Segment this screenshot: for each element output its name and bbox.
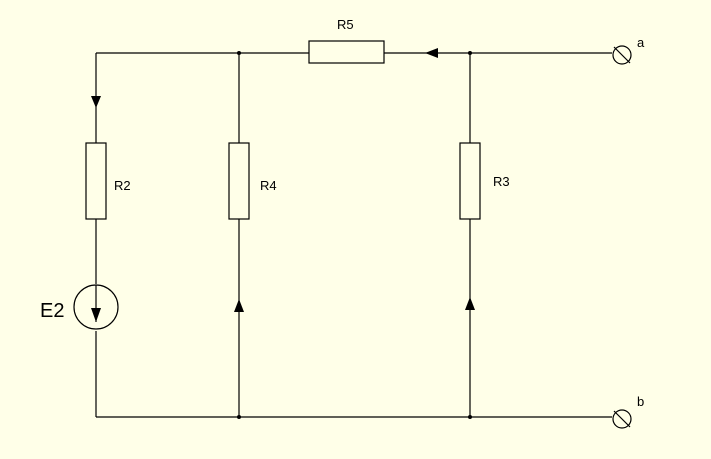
label-r4: R4 [260,178,277,193]
label-r2: R2 [114,178,131,193]
resistor-r5 [308,40,385,64]
current-arrow-r3-up-icon [465,297,475,310]
resistor-r3 [459,142,481,220]
node-bottom-r3 [468,415,472,419]
terminal-b [612,409,632,429]
current-arrow-r4-up-icon [234,299,244,312]
label-r5: R5 [337,17,354,32]
node-top-r4 [237,51,241,55]
label-terminal-b: b [637,394,644,409]
label-r3: R3 [493,174,510,189]
resistor-r4 [228,142,250,220]
current-arrow-left-down-icon [91,96,101,108]
resistor-r2 [85,142,107,220]
label-e2: E2 [40,300,64,322]
node-bottom-r4 [237,415,241,419]
voltage-source-e2 [73,284,119,330]
terminal-a [612,45,632,65]
current-arrow-top-left-icon [425,48,438,58]
label-terminal-a: a [637,35,645,50]
node-top-r3 [468,51,472,55]
